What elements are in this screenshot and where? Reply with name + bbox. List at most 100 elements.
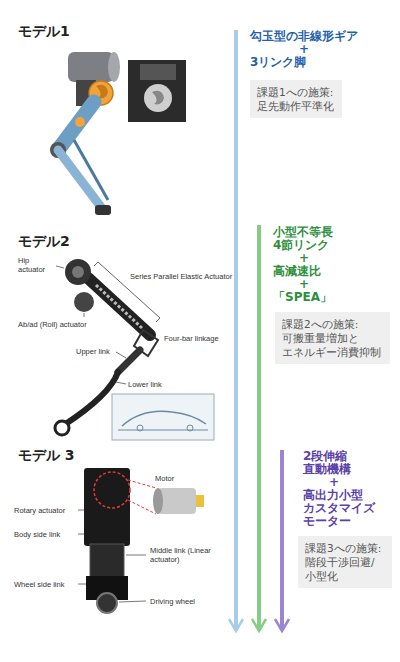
label-holder: 勾玉型の非線形ギア bbox=[250, 30, 370, 43]
measure-box: 課題3への施策:階段干渉回避/ 小型化 bbox=[298, 536, 392, 588]
leader-line bbox=[119, 601, 146, 602]
feature-text: + bbox=[250, 43, 358, 56]
body-side-link bbox=[84, 468, 130, 546]
leader-line bbox=[78, 510, 84, 511]
part-label: Four-bar linkage bbox=[164, 334, 244, 343]
part-label: Driving wheel bbox=[150, 597, 220, 606]
lower-link bbox=[64, 372, 118, 425]
box-heading: 課題3への施策: bbox=[305, 541, 385, 555]
part-label: Motor bbox=[155, 474, 195, 483]
arrow-head bbox=[252, 619, 266, 631]
label-holder: Upper link bbox=[76, 347, 116, 356]
feature-text: 2段伸縮 直動機構 bbox=[303, 450, 383, 476]
bracket-tick bbox=[156, 318, 160, 322]
part-label: Body side link bbox=[14, 530, 76, 539]
motor-marker bbox=[94, 472, 130, 508]
schematic bbox=[112, 394, 214, 440]
feature-text: 「SPEA」 bbox=[273, 291, 353, 304]
motor-connector bbox=[196, 495, 204, 507]
part-label: Lower link bbox=[128, 380, 178, 389]
label-holder: 「SPEA」 bbox=[273, 291, 353, 304]
label-holder: 3リンク脚 bbox=[250, 56, 370, 69]
feature-text: + bbox=[303, 476, 365, 489]
label-holder: 小型不等長 4節リンク bbox=[273, 226, 353, 252]
part-label: Wheel side link bbox=[14, 580, 76, 589]
model-title: モデル1 bbox=[18, 22, 70, 40]
schematic-line bbox=[122, 411, 206, 426]
label-holder: Motor bbox=[155, 474, 195, 483]
arrow-head bbox=[229, 619, 243, 631]
label-holder: Middle link (Linear actuator) bbox=[150, 546, 230, 564]
model3-arrow bbox=[280, 450, 284, 629]
feature-text: 小型不等長 4節リンク bbox=[273, 226, 353, 252]
label-holder: 2段伸縮 直動機構 bbox=[303, 450, 383, 476]
schematic-wheel bbox=[187, 425, 193, 431]
foot bbox=[95, 205, 111, 215]
label-holder: Body side link bbox=[14, 530, 76, 539]
box-text: 階段干渉回避/ 小型化 bbox=[305, 555, 385, 583]
gear-photo bbox=[128, 60, 186, 122]
part-label: Upper link bbox=[76, 347, 116, 356]
label-holder: 高減速比 bbox=[273, 265, 353, 278]
label-holder: + bbox=[303, 476, 365, 489]
abad-actuator bbox=[74, 292, 94, 312]
leader-line bbox=[78, 534, 84, 535]
leader-line bbox=[126, 555, 146, 556]
foot bbox=[55, 421, 69, 435]
driving-wheel bbox=[97, 593, 117, 613]
label-holder: Lower link bbox=[128, 380, 178, 389]
label-holder: + bbox=[273, 278, 335, 291]
bracket-tick bbox=[94, 262, 98, 266]
motor-cap bbox=[108, 52, 120, 82]
label-holder: Rotary actuator bbox=[14, 506, 76, 515]
spring bbox=[96, 285, 142, 328]
feature-text: 高出力小型 カスタマイズ モーター bbox=[303, 489, 388, 528]
feature-text: + bbox=[273, 278, 335, 291]
label-holder: Driving wheel bbox=[150, 597, 220, 606]
measure-box: 課題1への施策:足先動作平準化 bbox=[250, 80, 342, 118]
label-holder: Series Parallel Elastic Actuator bbox=[130, 272, 252, 281]
schematic-ground bbox=[118, 430, 208, 431]
photo-gear bbox=[144, 84, 172, 112]
label-holder: モデル2 bbox=[18, 232, 70, 250]
motor-body bbox=[68, 52, 114, 82]
upper-link bbox=[118, 350, 140, 372]
motor-callout bbox=[128, 480, 156, 488]
box-heading: 課題2への施策: bbox=[282, 317, 383, 331]
leader-line bbox=[116, 352, 126, 358]
hip-shaft bbox=[72, 266, 84, 278]
joint bbox=[75, 117, 85, 127]
motor-picture bbox=[158, 488, 196, 514]
model2-arrow bbox=[257, 225, 261, 629]
spea-bracket bbox=[98, 262, 160, 318]
middle-link bbox=[90, 544, 124, 580]
photo-magatama bbox=[152, 91, 164, 105]
part-label: Hip actuator bbox=[18, 256, 54, 274]
box-text: 足先動作平準化 bbox=[257, 99, 335, 113]
box-text: 可搬重量増加と エネルギー消費抑制 bbox=[282, 331, 383, 359]
hip-actuator bbox=[65, 259, 91, 285]
spea-body bbox=[88, 278, 150, 335]
measure-box: 課題2への施策:可搬重量増加と エネルギー消費抑制 bbox=[275, 312, 390, 364]
feature-text: 3リンク脚 bbox=[250, 56, 370, 69]
label-holder: モデル1 bbox=[18, 22, 70, 40]
label-holder: + bbox=[250, 43, 358, 56]
label-holder: 高出力小型 カスタマイズ モーター bbox=[303, 489, 388, 528]
schematic-wheel bbox=[137, 425, 143, 431]
leader-line bbox=[84, 313, 85, 317]
part-label: Rotary actuator bbox=[14, 506, 76, 515]
label-holder: Hip actuator bbox=[18, 256, 54, 274]
motor-callout bbox=[128, 500, 156, 514]
feature-text: 高減速比 bbox=[273, 265, 353, 278]
part-label: Series Parallel Elastic Actuator bbox=[130, 272, 252, 281]
label-holder: モデル 3 bbox=[18, 446, 75, 464]
label-holder: Four-bar linkage bbox=[164, 334, 244, 343]
feature-text: + bbox=[273, 252, 335, 265]
part-label: Middle link (Linear actuator) bbox=[150, 546, 230, 564]
part-label: Ab/ad (Roll) actuator bbox=[18, 320, 118, 329]
model-title: モデル 3 bbox=[18, 446, 75, 464]
motor-face bbox=[153, 488, 163, 514]
box-heading: 課題1への施策: bbox=[257, 85, 335, 99]
leader-line bbox=[78, 584, 86, 585]
